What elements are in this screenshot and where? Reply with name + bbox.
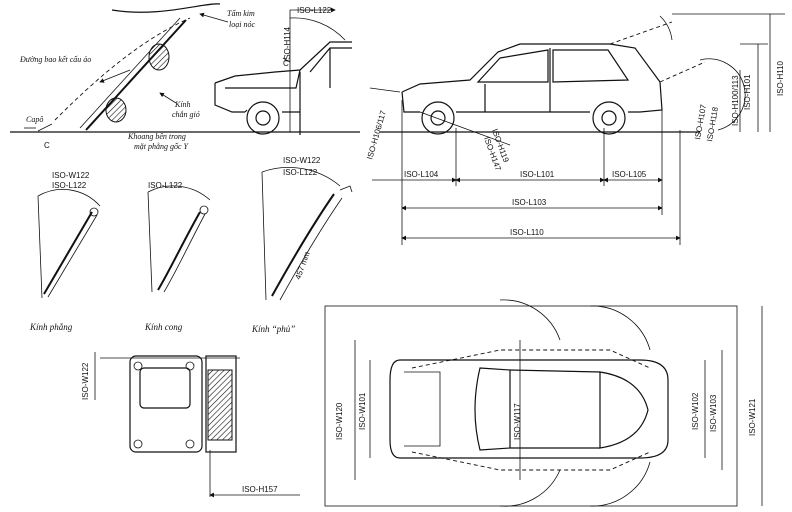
dim-h100-113: ISO-H100/113	[731, 75, 740, 126]
rear-window	[552, 49, 630, 83]
dim-h118: ISO-H118	[705, 106, 720, 143]
windshield-label-line1: Kính	[174, 100, 191, 109]
dim-l122-b: ISO-L122	[148, 181, 183, 190]
hood-roof-outline	[214, 41, 352, 84]
point-c-lower: C	[44, 141, 50, 150]
dim-h114: ISO-H114	[283, 26, 292, 62]
car-top-view: ISO-W120 ISO-W101 ISO-W117 ISO-W102 ISO-…	[324, 299, 763, 507]
dim-h106-117: ISO-H106/117	[365, 109, 388, 161]
overall-width-frame	[324, 305, 738, 507]
windshield-inner-line	[79, 17, 181, 129]
windshield-glass-line	[85, 19, 187, 131]
dim-l122-top: ISO-L122	[297, 6, 332, 15]
dim-h101: ISO-H101	[743, 74, 752, 110]
rear-end-view: ISO-W122 ISO-H157	[81, 352, 300, 498]
roof-panel-label-line1: Tấm kim	[227, 9, 255, 18]
dim-w121: ISO-W121	[748, 398, 757, 436]
dim-w103: ISO-W103	[709, 394, 718, 432]
dim-w122-c: ISO-W122	[283, 156, 321, 165]
dim-w101: ISO-W101	[358, 392, 367, 430]
roof-panel-label-line2: loại nóc	[229, 20, 255, 29]
rear-hatched-section	[207, 369, 233, 441]
dim-l122-c: ISO-L122	[283, 168, 318, 177]
front-bumper-outline	[214, 83, 245, 113]
dim-h110: ISO-H110	[776, 60, 785, 96]
rear-window-plan	[599, 371, 649, 449]
point-c-upper: C	[283, 59, 289, 68]
dim-h157: ISO-H157	[242, 485, 278, 494]
car-plan-outline	[389, 359, 669, 459]
car-side-view: ISO-H106/117 ISO-H119 ISO-H147 ISO-H107 …	[365, 13, 785, 173]
dim-l101: ISO-L101	[520, 170, 555, 179]
flat-glass-label: Kính phẳng	[29, 322, 73, 332]
hood-label: Capô	[26, 115, 43, 124]
dim-l103: ISO-L103	[512, 198, 547, 207]
windshield-section-detail: Tấm kim loại nóc Đường bao kết cấu ảo Ca…	[10, 3, 360, 151]
front-wheel	[246, 101, 280, 135]
dim-l110: ISO-L110	[510, 228, 544, 237]
dim-w122-d: ISO-W122	[81, 362, 90, 400]
rear-body	[129, 355, 203, 453]
dim-w117: ISO-W117	[513, 403, 522, 440]
curved-glass-section: ISO-L122 Kính cong	[144, 181, 211, 332]
occupant-head-lower	[105, 97, 127, 123]
dim-w122-a: ISO-W122	[52, 171, 90, 180]
windshield-plan	[474, 367, 511, 451]
dim-l104: ISO-L104	[404, 170, 439, 179]
side-rear-wheel	[592, 101, 626, 135]
glass-type-sections: ISO-W122 ISO-L122 Kính phẳng ISO-L122 Kí…	[29, 156, 353, 334]
interior-label-line2: mặt phẳng gốc Y	[134, 142, 190, 151]
curved-glass-label: Kính cong	[144, 322, 183, 332]
interior-label-line1: Khoang bên trong	[127, 132, 186, 141]
car-front-partial-side-view: C ISO-L122 ISO-H114	[214, 6, 352, 135]
dim-w120: ISO-W120	[335, 402, 344, 440]
dim-l105: ISO-L105	[612, 170, 647, 179]
front-window	[476, 49, 549, 83]
dim-w102: ISO-W102	[691, 392, 700, 430]
occupant-head-upper	[148, 43, 170, 71]
flat-glass-section: ISO-W122 ISO-L122 Kính phẳng	[29, 171, 101, 332]
roof-panel-curve	[111, 3, 221, 13]
wrap-glass-label: Kính “phủ”	[251, 324, 295, 334]
wrap-glass-section: ISO-W122 ISO-L122 457 mm Kính “phủ”	[251, 156, 353, 334]
dim-l122-a: ISO-L122	[52, 181, 87, 190]
virtual-outline-label: Đường bao kết cấu ảo	[19, 55, 91, 64]
length-dimensions: ISO-L104 ISO-L101 ISO-L105 ISO-L103 ISO-…	[372, 100, 681, 245]
side-front-wheel	[421, 101, 455, 135]
windshield-label-line2: chắn gió	[172, 110, 200, 119]
